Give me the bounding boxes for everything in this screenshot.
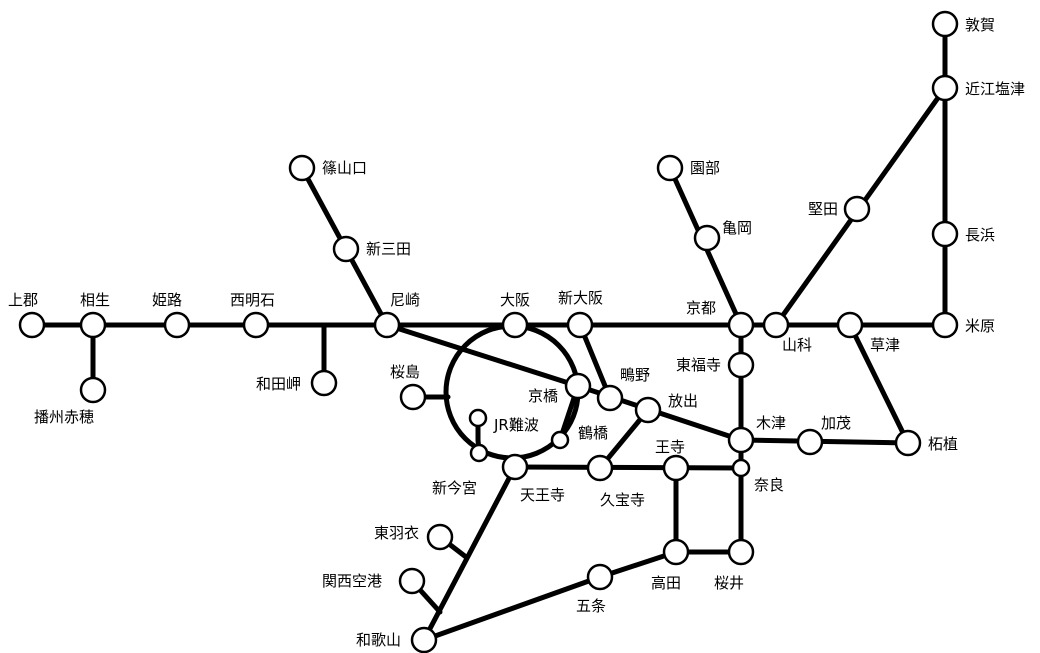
label-kamo: 加茂 (821, 414, 851, 432)
label-wakayama: 和歌山 (356, 631, 401, 649)
station-amagasaki[interactable] (373, 311, 401, 339)
station-katata[interactable] (843, 195, 871, 223)
label-omishiotsu: 近江塩津 (965, 80, 1025, 98)
station-oji[interactable] (662, 454, 690, 482)
station-wadamisaki[interactable] (310, 369, 338, 397)
station-kusatsu[interactable] (836, 311, 864, 339)
station-labels: 敦賀 近江塩津 長浜 米原 堅田 山科 草津 柘植 園部 亀岡 京都 東福寺 木… (8, 16, 1025, 649)
label-gojo: 五条 (576, 597, 606, 615)
station-sakurai[interactable] (727, 538, 755, 566)
line-nara-sakurai (673, 465, 744, 555)
label-tsuruga: 敦賀 (965, 16, 995, 34)
station-shigino[interactable] (596, 384, 624, 412)
station-nishiakashi[interactable] (242, 311, 270, 339)
station-kyobashi[interactable] (564, 372, 592, 400)
station-yamashina[interactable] (762, 311, 790, 339)
station-higashihagoromo[interactable] (426, 523, 454, 551)
station-sonobe[interactable] (656, 154, 684, 182)
station-hanaten[interactable] (634, 396, 662, 424)
label-kameoka: 亀岡 (722, 219, 752, 237)
label-wadamisaki: 和田岬 (256, 375, 301, 393)
label-nagahama: 長浜 (965, 226, 995, 244)
station-tsuruhashi[interactable] (550, 430, 570, 450)
station-shinosaka[interactable] (566, 311, 594, 339)
station-wakayama[interactable] (410, 626, 438, 653)
station-jrnamba[interactable] (468, 408, 488, 428)
label-tennoji: 天王寺 (520, 486, 565, 504)
label-kyobashi: 京橋 (528, 387, 558, 405)
label-shinosaka: 新大阪 (558, 289, 603, 307)
label-sakurajima: 桜島 (390, 363, 420, 381)
station-gojo[interactable] (586, 563, 614, 591)
station-kizu[interactable] (727, 426, 755, 454)
label-himeji: 姫路 (152, 291, 182, 309)
label-aioi: 相生 (80, 291, 110, 309)
label-kizu: 木津 (756, 414, 786, 432)
label-tsuge: 柘植 (928, 435, 958, 453)
label-shigino: 鴫野 (620, 366, 650, 384)
label-katata: 堅田 (808, 200, 838, 218)
station-aioi[interactable] (79, 311, 107, 339)
label-kusatsu: 草津 (870, 336, 900, 354)
station-kameoka[interactable] (693, 224, 721, 252)
station-takada[interactable] (662, 538, 690, 566)
label-takada: 高田 (651, 574, 681, 592)
label-yamashina: 山科 (782, 336, 812, 354)
station-maibara[interactable] (931, 311, 959, 339)
station-kansaikuko[interactable] (398, 567, 426, 595)
station-tsuge[interactable] (894, 429, 922, 457)
station-shinimamiya[interactable] (469, 443, 489, 463)
line-kusatsu-tsuge (847, 322, 911, 446)
line-amagasaki-kyobashi (384, 322, 581, 389)
station-tsuruga[interactable] (931, 10, 959, 38)
station-kamo[interactable] (796, 428, 824, 456)
station-shinsanda[interactable] (332, 235, 360, 263)
label-banshuako: 播州赤穂 (34, 408, 94, 426)
station-sakurajima[interactable] (399, 383, 427, 411)
label-sasayamaguchi: 篠山口 (322, 159, 367, 177)
line-kizu-tsuge (738, 437, 911, 446)
label-hanaten: 放出 (668, 392, 698, 410)
stations (18, 10, 959, 653)
station-tofukuji[interactable] (727, 351, 755, 379)
label-tofukuji: 東福寺 (676, 356, 721, 374)
label-kudaraji: 久宝寺 (600, 491, 645, 509)
station-banshuako[interactable] (79, 376, 107, 404)
label-osaka: 大阪 (500, 291, 530, 309)
label-kansaikuko: 関西空港 (322, 572, 382, 590)
label-tsuruhashi: 鶴橋 (578, 424, 608, 442)
label-higashihagoromo: 東羽衣 (374, 524, 419, 542)
label-kamigori: 上郡 (8, 291, 38, 309)
label-kyoto: 京都 (686, 299, 716, 317)
station-nagahama[interactable] (931, 220, 959, 248)
station-sasayamaguchi[interactable] (288, 154, 316, 182)
station-kudaraji[interactable] (586, 454, 614, 482)
label-sonobe: 園部 (690, 159, 720, 177)
label-sakurai: 桜井 (714, 574, 744, 592)
label-maibara: 米原 (965, 317, 995, 335)
label-shinsanda: 新三田 (366, 240, 411, 258)
label-amagasaki: 尼崎 (390, 291, 420, 309)
label-jrnamba: JR難波 (493, 416, 539, 434)
station-omishiotsu[interactable] (931, 74, 959, 102)
station-kamigori[interactable] (18, 311, 46, 339)
station-himeji[interactable] (163, 311, 191, 339)
station-nara[interactable] (731, 458, 751, 478)
station-osaka[interactable] (501, 311, 529, 339)
label-nishiakashi: 西明石 (230, 291, 275, 309)
line-tennoji-nara (512, 464, 744, 471)
station-tennoji[interactable] (501, 453, 529, 481)
label-oji: 王寺 (655, 438, 685, 456)
label-nara: 奈良 (754, 476, 784, 494)
station-kyoto[interactable] (727, 311, 755, 339)
label-shinimamiya: 新今宮 (432, 479, 477, 497)
